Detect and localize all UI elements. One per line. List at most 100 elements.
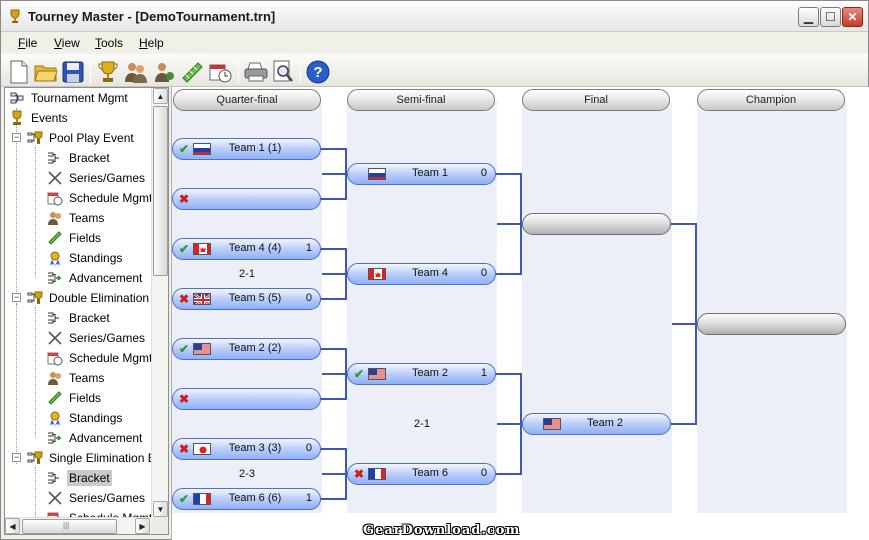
bracket-slot-final[interactable]: Team 2 xyxy=(522,413,671,435)
bracket-slot-quarter[interactable]: ✖ xyxy=(172,388,321,410)
bracket-slot-champion-empty[interactable] xyxy=(697,313,846,335)
expander-collapse[interactable]: − xyxy=(12,452,21,462)
print-icon[interactable] xyxy=(243,59,269,85)
maximize-button[interactable]: ☐ xyxy=(820,7,841,27)
tree-item-tournament-mgmt[interactable]: Tournament Mgmt xyxy=(9,89,130,107)
round-header-quarter-final[interactable]: Quarter-final xyxy=(173,89,321,111)
fields-icon[interactable] xyxy=(179,59,205,85)
schedule-icon[interactable] xyxy=(207,59,233,85)
tree-item-events[interactable]: Events xyxy=(9,109,70,127)
tree-line xyxy=(16,304,17,464)
expander-collapse[interactable]: − xyxy=(12,292,21,302)
bracket-slot-quarter[interactable]: ✔ Team 1 (1) xyxy=(172,138,321,160)
tree-item-standings[interactable]: Standings xyxy=(47,409,124,427)
tree-line xyxy=(16,108,17,304)
tree-item-advancement[interactable]: Advancement xyxy=(47,429,144,447)
tree-item-advancement[interactable]: Advancement xyxy=(47,269,144,287)
close-button[interactable]: ✕ xyxy=(842,7,863,27)
bracket-icon xyxy=(47,310,63,326)
bracket-slot-semi[interactable]: ✔ Team 2 1 xyxy=(347,363,496,385)
bracket-connector xyxy=(322,273,348,275)
expander-collapse[interactable]: − xyxy=(12,132,21,142)
flag-france-icon xyxy=(193,493,211,505)
scroll-right-arrow-icon[interactable]: ▶ xyxy=(135,518,150,534)
trophy-icon xyxy=(9,110,25,126)
save-icon[interactable] xyxy=(60,59,86,85)
bracket-slot-quarter[interactable]: ✖ xyxy=(172,188,321,210)
crossed-swords-icon xyxy=(47,490,63,506)
round-header-semi-final[interactable]: Semi-final xyxy=(347,89,495,111)
player-icon[interactable] xyxy=(151,59,177,85)
checkmark-icon: ✔ xyxy=(179,242,190,256)
checkmark-icon: ✔ xyxy=(179,492,190,506)
scroll-left-arrow-icon[interactable]: ◀ xyxy=(5,518,20,534)
trophy-app-icon xyxy=(7,8,23,24)
teams-icon xyxy=(47,210,63,226)
menu-view[interactable]: View xyxy=(54,36,80,50)
match-result: 2-1 xyxy=(239,268,255,280)
bracket-connector xyxy=(672,323,698,325)
tree-item-schedule-mgmt[interactable]: Schedule Mgmt xyxy=(47,349,154,367)
menu-tools[interactable]: Tools xyxy=(95,36,124,50)
tree-item-teams[interactable]: Teams xyxy=(47,209,106,227)
tree-item-series-games[interactable]: Series/Games xyxy=(47,329,147,347)
horizontal-scroll-thumb[interactable]: ||| xyxy=(22,519,117,534)
schedule-icon xyxy=(47,350,63,366)
schedule-icon xyxy=(47,190,63,206)
cross-icon: ✖ xyxy=(179,442,190,456)
tree-item-fields[interactable]: Fields xyxy=(47,229,103,247)
tree-item-standings[interactable]: Standings xyxy=(47,249,124,267)
tree-item-fields[interactable]: Fields xyxy=(47,389,103,407)
tree-vertical-scrollbar[interactable]: ▲ ▼ xyxy=(151,88,168,518)
minimize-button[interactable]: ▁ xyxy=(798,7,819,27)
vertical-scroll-thumb[interactable] xyxy=(153,106,168,276)
bracket-slot-quarter[interactable]: ✔ Team 6 (6) 1 xyxy=(172,488,321,510)
bracket-slot-semi[interactable]: ✖ Team 6 0 xyxy=(347,463,496,485)
scroll-up-arrow-icon[interactable]: ▲ xyxy=(153,88,168,104)
tree-item-pool-play-event[interactable]: Pool Play Event xyxy=(27,129,136,147)
crossed-swords-icon xyxy=(47,170,63,186)
menu-help[interactable]: Help xyxy=(139,36,164,50)
bracket-slot-final-empty[interactable] xyxy=(522,213,671,235)
flag-japan-icon xyxy=(193,443,211,455)
print-preview-icon[interactable] xyxy=(270,59,296,85)
round-header-final[interactable]: Final xyxy=(522,89,670,111)
bracket-connector xyxy=(322,373,348,375)
cross-icon: ✖ xyxy=(179,192,190,206)
tree-item-bracket[interactable]: Bracket xyxy=(47,149,112,167)
cross-icon: ✖ xyxy=(179,292,190,306)
bracket-slot-semi[interactable]: Team 1 0 xyxy=(347,163,496,185)
open-folder-icon[interactable] xyxy=(33,59,59,85)
tournament-tree[interactable]: Tournament Mgmt Events − Pool Play Event… xyxy=(4,87,169,535)
help-icon[interactable]: ? xyxy=(305,59,331,85)
checkmark-icon: ✔ xyxy=(354,367,365,381)
trophy-icon[interactable] xyxy=(95,59,121,85)
tree-horizontal-scrollbar[interactable]: ◀ ||| ▶ xyxy=(5,517,152,534)
tree-item-single-elimination-event[interactable]: Single Elimination Eve xyxy=(27,449,168,467)
tree-item-bracket[interactable]: Bracket xyxy=(47,309,112,327)
teams-icon[interactable] xyxy=(123,59,149,85)
field-icon xyxy=(47,390,63,406)
tree-item-double-elimination-event[interactable]: Double Elimination Ev xyxy=(27,289,168,307)
scroll-down-arrow-icon[interactable]: ▼ xyxy=(153,501,168,517)
tournament-mgmt-icon xyxy=(9,90,25,106)
new-file-icon[interactable] xyxy=(6,59,32,85)
tree-item-teams[interactable]: Teams xyxy=(47,369,106,387)
round-header-champion[interactable]: Champion xyxy=(697,89,845,111)
teams-icon xyxy=(47,370,63,386)
flag-canada-icon xyxy=(368,268,386,280)
crossed-swords-icon xyxy=(47,330,63,346)
tree-item-schedule-mgmt[interactable]: Schedule Mgmt xyxy=(47,189,154,207)
bracket-slot-quarter[interactable]: ✖ Team 5 (5) 0 xyxy=(172,288,321,310)
bracket-slot-quarter[interactable]: ✔ Team 4 (4) 1 xyxy=(172,238,321,260)
tree-item-series-games[interactable]: Series/Games xyxy=(47,169,147,187)
event-bracket-trophy-icon xyxy=(27,290,43,306)
bracket-connector xyxy=(497,423,523,425)
bracket-connector xyxy=(322,173,348,175)
menu-file[interactable]: File xyxy=(18,36,38,50)
tree-item-bracket-selected[interactable]: Bracket xyxy=(47,469,112,487)
tree-item-series-games[interactable]: Series/Games xyxy=(47,489,147,507)
bracket-slot-quarter[interactable]: ✔ Team 2 (2) xyxy=(172,338,321,360)
bracket-slot-quarter[interactable]: ✖ Team 3 (3) 0 xyxy=(172,438,321,460)
bracket-slot-semi[interactable]: Team 4 0 xyxy=(347,263,496,285)
